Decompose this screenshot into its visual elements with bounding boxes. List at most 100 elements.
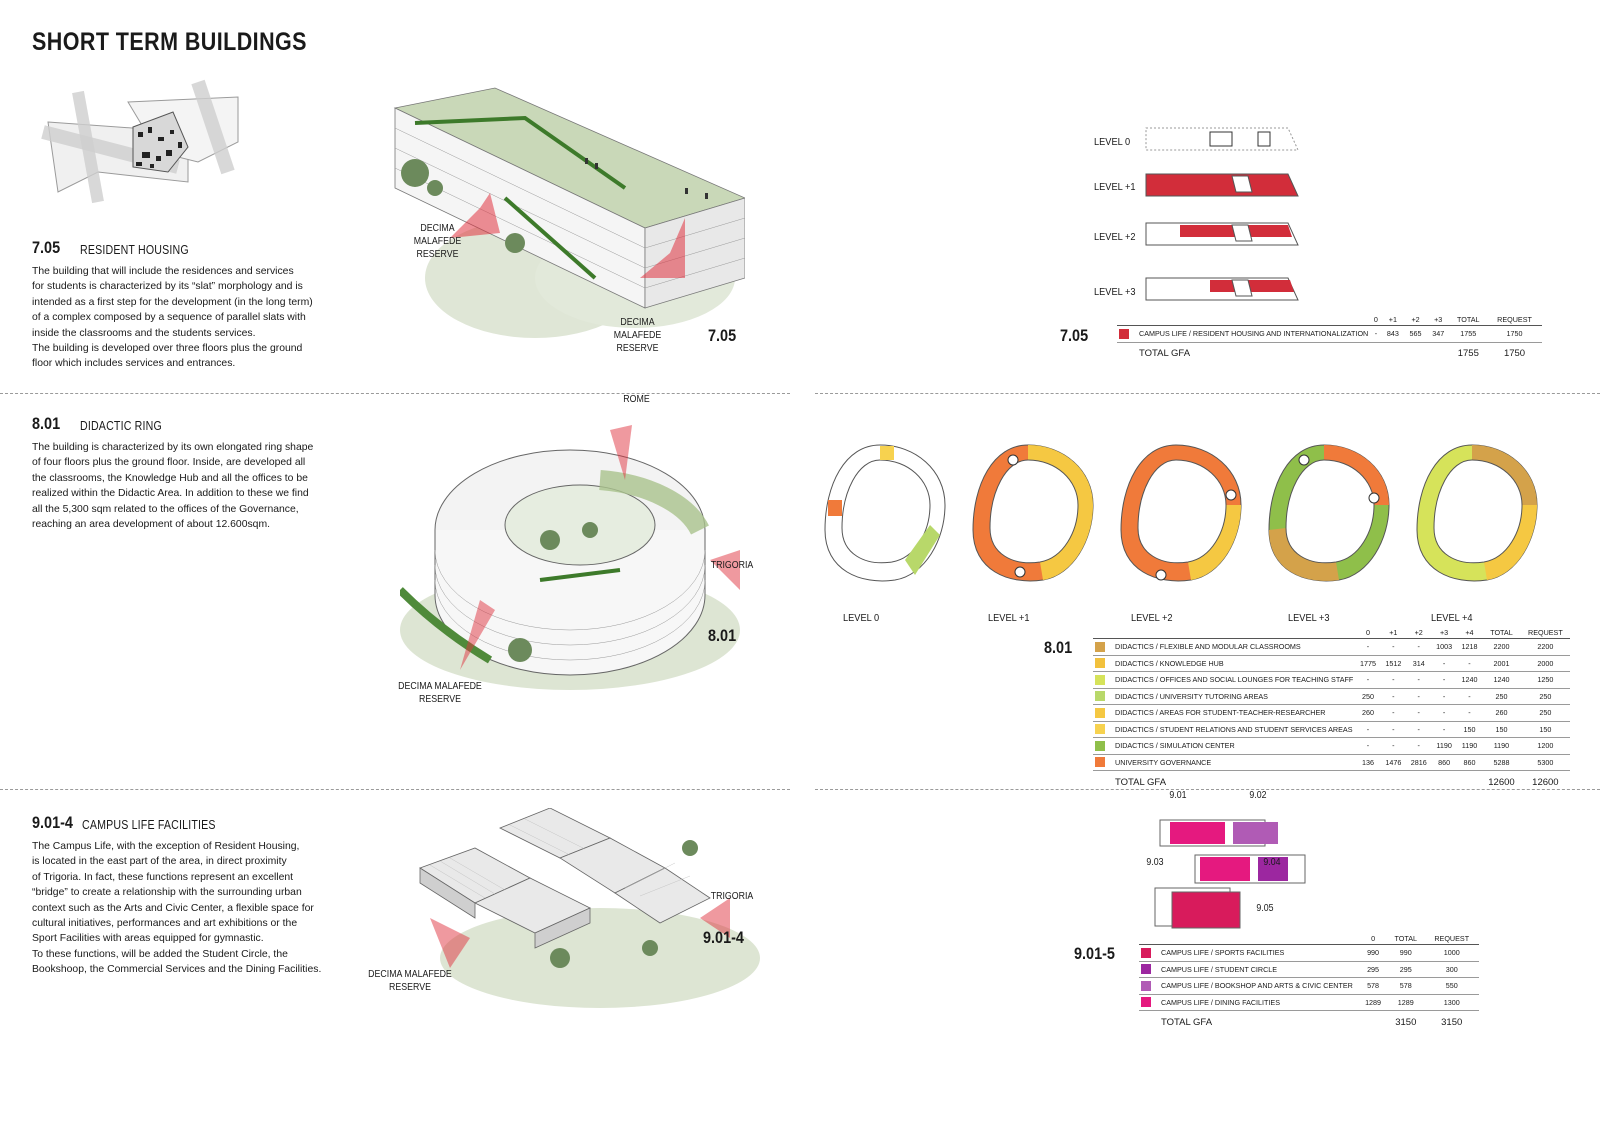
cell: -	[1456, 655, 1483, 672]
gfa-table-801: 0 +1 +2 +3 +4 TOTAL REQUEST DIDACTICS / …	[1093, 626, 1570, 793]
color-swatch	[1095, 691, 1105, 702]
cell: -	[1406, 704, 1432, 722]
row-name: CAMPUS LIFE / SPORTS FACILITIES	[1155, 944, 1359, 962]
table-code: 9.01-5	[1074, 944, 1115, 963]
cell: -	[1431, 721, 1457, 738]
level-label: LEVEL 0	[843, 612, 880, 624]
cell: 1200	[1520, 737, 1570, 755]
color-swatch	[1095, 757, 1105, 768]
total-value: 12600	[1532, 776, 1559, 788]
table-row: CAMPUS LIFE / BOOKSHOP AND ARTS & CIVIC …	[1139, 977, 1479, 995]
cell: -	[1380, 688, 1407, 705]
axo-label: DECIMA MALAFEDE RESERVE	[368, 969, 452, 993]
cell: 5300	[1520, 754, 1570, 771]
table-row: CAMPUS LIFE / RESIDENT HOUSING AND INTER…	[1117, 325, 1542, 343]
cell: 578	[1359, 977, 1388, 995]
total-value: 1755	[1457, 348, 1479, 359]
cell: -	[1431, 671, 1457, 689]
column-header: REQUEST	[1424, 932, 1479, 945]
color-swatch	[1141, 980, 1151, 991]
cell: 250	[1520, 688, 1570, 705]
level-label: LEVEL 0	[1094, 136, 1131, 148]
cell: 2200	[1520, 638, 1570, 656]
cell: -	[1380, 638, 1407, 656]
section-description: The building that will include the resid…	[32, 266, 313, 370]
cell: -	[1406, 721, 1432, 738]
cell: -	[1355, 737, 1381, 755]
cell: 1750	[1487, 325, 1542, 343]
resident-housing-axonometric	[393, 87, 745, 338]
cell: 5288	[1482, 754, 1521, 771]
cell: 578	[1387, 977, 1425, 995]
row-name: CAMPUS LIFE / RESIDENT HOUSING AND INTER…	[1133, 325, 1371, 343]
cell: 1512	[1380, 655, 1407, 672]
cell: 1240	[1456, 671, 1483, 689]
table-header: 0 +1 +2 +3 TOTAL REQUEST	[1117, 313, 1542, 326]
cell: -	[1406, 688, 1432, 705]
cell: -	[1431, 704, 1457, 722]
axo-code: 7.05	[708, 326, 737, 345]
cell: 2816	[1406, 754, 1432, 771]
cell: 1250	[1520, 671, 1570, 689]
column-header: +3	[1431, 626, 1457, 639]
total-value: 1750	[1503, 348, 1526, 359]
cell: 250	[1520, 704, 1570, 722]
gfa-table-901: 0 TOTAL REQUEST CAMPUS LIFE / SPORTS FAC…	[1139, 932, 1479, 1033]
color-swatch	[1095, 740, 1105, 751]
cell: 1289	[1359, 994, 1388, 1011]
didactic-ring-level-plans	[824, 444, 1538, 582]
axo-label: DECIMA MALAFEDE RESERVE	[398, 681, 482, 705]
row-name: DIDACTICS / OFFICES AND SOCIAL LOUNGES F…	[1109, 671, 1356, 689]
cell: 1003	[1431, 638, 1457, 656]
cell: 860	[1431, 754, 1457, 771]
axo-label: DECIMA MALAFEDE RESERVE	[413, 223, 462, 260]
plan-label: 9.04	[1263, 857, 1281, 868]
column-header: +2	[1404, 313, 1427, 326]
didactic-ring-axonometric	[400, 425, 740, 690]
cell: -	[1380, 721, 1407, 738]
cell: 150	[1482, 721, 1521, 738]
plan-label: 9.03	[1146, 857, 1164, 868]
section-code: 8.01	[32, 414, 61, 433]
cell: -	[1380, 671, 1407, 689]
axo-label: DECIMA MALAFEDE RESERVE	[613, 317, 662, 354]
total-label: TOTAL GFA	[1115, 776, 1167, 788]
column-header: +3	[1426, 313, 1450, 326]
cell: 1755	[1449, 325, 1488, 343]
cell: -	[1456, 688, 1483, 705]
column-header: 0	[1355, 626, 1381, 639]
cell: -	[1380, 704, 1407, 722]
color-swatch	[1119, 328, 1129, 339]
total-label: TOTAL GFA	[1161, 1016, 1213, 1028]
row-name: CAMPUS LIFE / STUDENT CIRCLE	[1155, 961, 1359, 978]
cell: -	[1406, 671, 1432, 689]
cell: 1190	[1431, 737, 1457, 755]
level-label: LEVEL +3	[1288, 612, 1330, 624]
row-name: UNIVERSITY GOVERNANCE	[1109, 754, 1356, 771]
column-header: +1	[1381, 313, 1405, 326]
cell: 1240	[1482, 671, 1521, 689]
cell: 1775	[1355, 655, 1381, 672]
cell: -	[1456, 704, 1483, 722]
cell: 150	[1520, 721, 1570, 738]
level-label: LEVEL +1	[1094, 181, 1136, 193]
cell: 314	[1406, 655, 1432, 672]
cell: 550	[1424, 977, 1479, 995]
cell: 1218	[1456, 638, 1483, 656]
cell: 565	[1404, 325, 1427, 343]
site-location-map	[41, 79, 239, 204]
section-divider	[0, 789, 790, 790]
color-swatch	[1095, 641, 1105, 652]
section-description: The Campus Life, with the exception of R…	[32, 841, 322, 976]
cell: 260	[1482, 704, 1521, 722]
table-code: 7.05	[1060, 326, 1089, 345]
total-row: TOTAL GFA 12600 12600	[1093, 771, 1570, 794]
cell: -	[1380, 737, 1407, 755]
cell: 260	[1355, 704, 1381, 722]
cell: 295	[1359, 961, 1388, 978]
